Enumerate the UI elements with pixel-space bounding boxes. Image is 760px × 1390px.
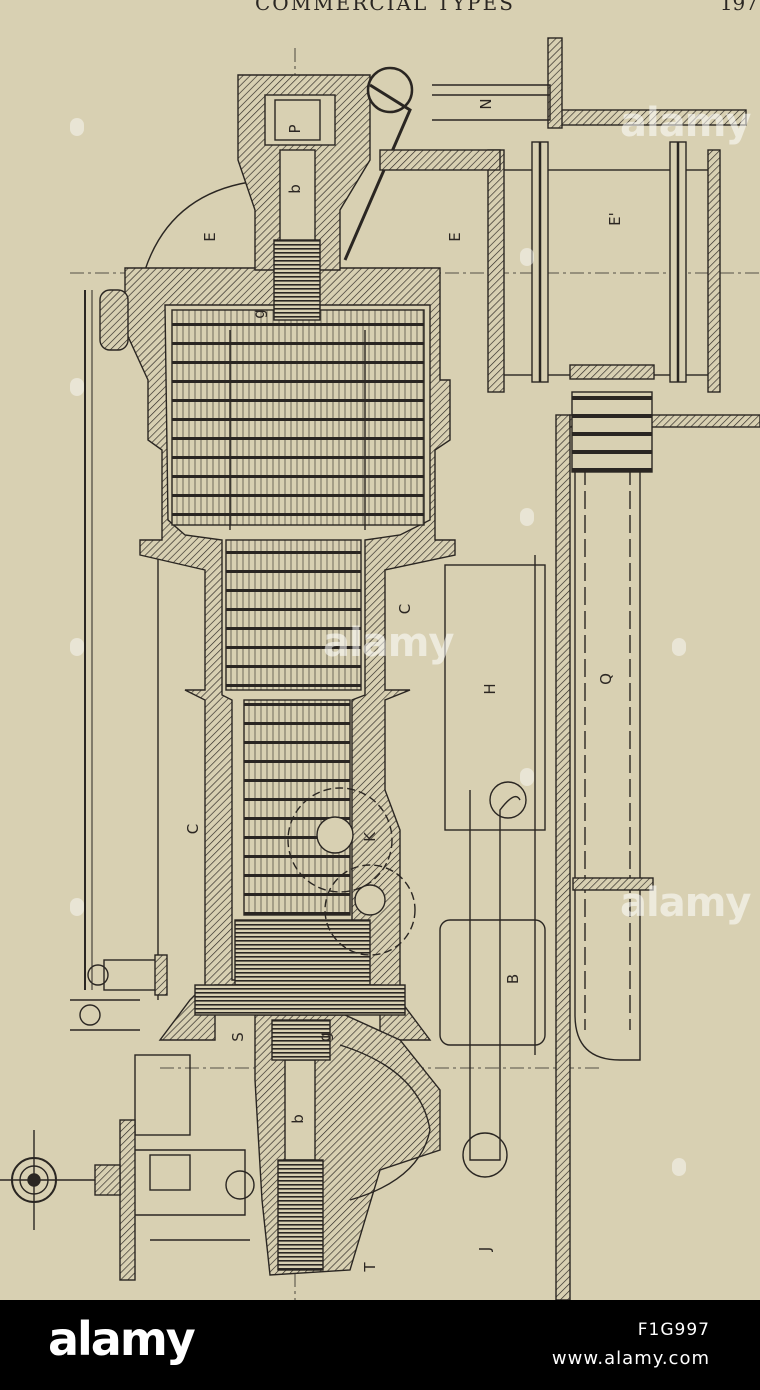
governor-box [134, 1054, 191, 1136]
diagram-geometry [0, 37, 760, 1300]
h-box [444, 564, 546, 831]
label-k: K [361, 832, 379, 842]
watermark-alamy: alamy [620, 880, 751, 926]
watermark-dot [70, 638, 84, 656]
label-e-center: E [446, 232, 464, 242]
label-b: B [504, 973, 522, 985]
label-g-top: g [250, 309, 268, 319]
foundation-wall [555, 414, 571, 1300]
b-cylinder [439, 919, 546, 1046]
label-q: Q [597, 673, 615, 685]
stage-2-blades [225, 539, 362, 691]
watermark-alamy: alamy [323, 620, 454, 666]
turbine-section-drawing [0, 37, 760, 1300]
stage-1-blades [171, 309, 425, 526]
q-pipe [574, 395, 641, 1061]
label-g-bottom: g [316, 1032, 334, 1042]
watermark-dot [520, 768, 534, 786]
image-id: F1G997 [637, 1320, 710, 1340]
watermark-dot [672, 638, 686, 656]
alamy-logo: alamy [48, 1312, 196, 1366]
watermark-dot [672, 1158, 686, 1176]
label-e-left: E [201, 232, 219, 242]
label-t: T [361, 1262, 379, 1272]
e-chamber-arc [144, 181, 251, 271]
label-p: P [286, 124, 304, 134]
watermark-dot [70, 898, 84, 916]
label-n: N [477, 98, 495, 110]
stock-footer-bar: alamy F1G997 www.alamy.com [0, 1300, 760, 1390]
label-b-top: b [286, 184, 304, 194]
watermark-dot [70, 378, 84, 396]
label-e-prime: E' [606, 212, 624, 226]
label-b-bottom: b [289, 1114, 307, 1124]
watermark-dot [520, 248, 534, 266]
label-s: S [229, 1032, 247, 1042]
watermark-alamy: alamy [620, 100, 751, 146]
j-pipe [469, 790, 521, 1161]
engraving-plate: COMMERCIAL TYPES 197 [0, 0, 760, 1300]
watermark-dot [520, 508, 534, 526]
watermark-dot [70, 118, 84, 136]
n-pipe [432, 84, 551, 121]
label-j: J [476, 1246, 494, 1252]
stage-3-blades [243, 699, 351, 916]
label-c-lower: C [184, 823, 202, 835]
page-number: 197 [719, 0, 758, 15]
page-header-title: COMMERCIAL TYPES [255, 0, 515, 15]
footer-url: www.alamy.com [551, 1348, 710, 1369]
label-h: H [481, 683, 499, 695]
